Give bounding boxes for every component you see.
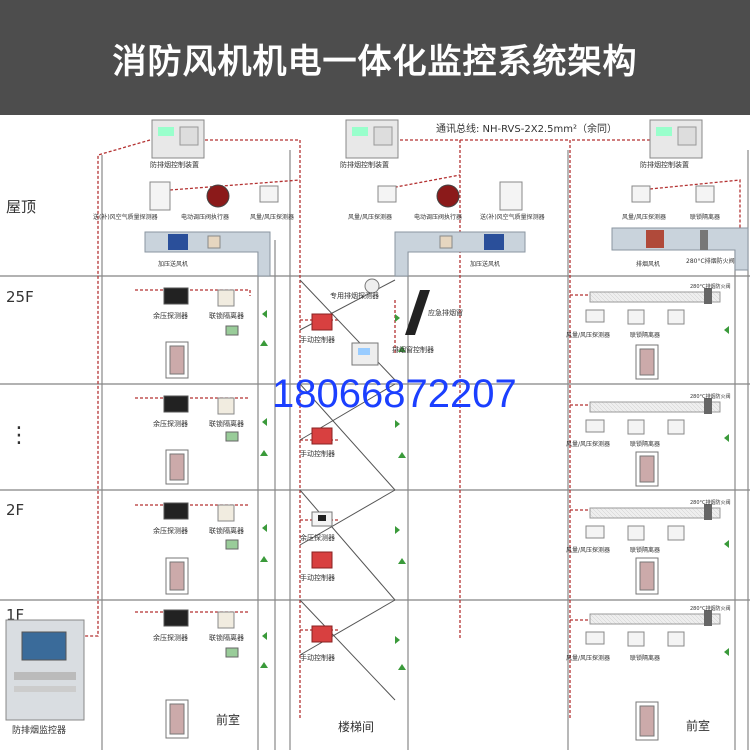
left-pressure-label-2: 余压探测器 (153, 526, 188, 535)
roof-middle-devices: 风量/风压探测器 电动调压阀执行器 送(补)风空气质量探测器 加压送风机 (348, 181, 545, 277)
floor-lines (0, 275, 750, 601)
right-isolator-label-dots: 联锁隔离器 (630, 440, 660, 448)
bus-label: 通讯总线: NH-RVS-2X2.5mm²（余同） (436, 122, 617, 135)
left-column-floor-1: 余压探测器 联锁隔离器 (153, 609, 244, 739)
roof-middle-sensor1-label: 风量/风压探测器 (348, 213, 392, 221)
right-sensor-label-2: 风量/风压探测器 (566, 546, 610, 554)
controller-right: 防排烟控制装置 (640, 119, 703, 169)
airflow-arrows (260, 310, 729, 670)
phone-number: 18066872207 (272, 372, 517, 416)
controller-left: 防排烟控制装置 (150, 119, 205, 169)
right-isolator-label-1: 联锁隔离器 (630, 654, 660, 662)
floor-label-25f: 25F (6, 288, 34, 306)
floor-label-roof: 屋顶 (6, 198, 36, 216)
roof-middle-sensor2-label: 送(补)风空气质量探测器 (480, 213, 545, 221)
left-column-floor-25: 余压探测器 联锁隔离器 (153, 287, 244, 379)
right-room-label: 前室 (686, 718, 710, 733)
left-isolator-label-dots: 联锁隔离器 (209, 419, 244, 428)
stair-manual-label-25: 手动控制器 (300, 335, 335, 344)
right-valve-label-dots: 280°C排烟防火阀 (690, 393, 731, 400)
right-sensor-label-dots: 风量/风压探测器 (566, 440, 610, 448)
controller-right-label: 防排烟控制装置 (640, 160, 689, 169)
roof-left-actuator-label: 电动调压阀执行器 (181, 213, 229, 221)
left-pressure-label-1: 余压探测器 (153, 633, 188, 642)
left-isolator-label-25: 联锁隔离器 (209, 311, 244, 320)
stair-window-label: 应急排烟窗 (428, 308, 463, 317)
controller-middle-label: 防排烟控制装置 (340, 160, 389, 169)
left-pressure-label-25: 余压探测器 (153, 311, 188, 320)
right-column-floors: 280°C排烟防火阀 风量/风压探测器 联锁隔离器 280°C排烟防火阀 风量/… (566, 283, 731, 741)
stair-manual-label-1: 手动控制器 (300, 653, 335, 662)
stair-devices: 手动控制器 手动控制器 余压探测器 手动控制器 手动控制器 专用排烟探测器 应急… (300, 278, 463, 662)
roof-left-sensor1-label: 送(补)风空气质量探测器 (93, 213, 158, 221)
stair-pressure-label: 余压探测器 (300, 533, 335, 542)
page-title: 消防风机机电一体化监控系统架构 (112, 42, 638, 82)
right-valve-label-2: 280°C排烟防火阀 (690, 499, 731, 506)
right-valve-label-25: 280°C排烟防火阀 (690, 283, 731, 290)
roof-left-sensor2-label: 风量/风压探测器 (250, 213, 294, 221)
right-valve-label-1: 280°C排烟防火阀 (690, 605, 731, 612)
left-column-floor-dots: 余压探测器 联锁隔离器 (153, 395, 244, 485)
controller-left-label: 防排烟控制装置 (150, 160, 199, 169)
roof-right-sensor2-label: 联锁隔离器 (690, 213, 720, 221)
roof-right-devices: 风量/风压探测器 联锁隔离器 排烟风机 280°C排烟防火阀 (611, 185, 749, 271)
roof-left-fan-label: 加压送风机 (158, 260, 188, 268)
stairwell (299, 279, 396, 701)
monitor-label: 防排烟监控器 (12, 724, 66, 736)
header-banner: 消防风机机电一体化监控系统架构 (0, 0, 750, 115)
roof-middle-fan-label: 加压送风机 (470, 260, 500, 268)
floor-label-2f: 2F (6, 501, 24, 519)
monitor-cabinet: 防排烟监控器 (5, 619, 85, 736)
left-isolator-label-2: 联锁隔离器 (209, 526, 244, 535)
left-column-floor-2: 余压探测器 联锁隔离器 (153, 502, 244, 595)
left-room-label: 前室 (216, 712, 240, 727)
roof-middle-actuator-label: 电动调压阀执行器 (414, 213, 462, 221)
roof-right-sensor1-label: 风量/风压探测器 (622, 213, 666, 221)
left-isolator-label-1: 联锁隔离器 (209, 633, 244, 642)
right-isolator-label-25: 联锁隔离器 (630, 331, 660, 339)
floor-label-dots: ⋮ (8, 423, 30, 448)
roof-left-devices: 送(补)风空气质量探测器 电动调压阀执行器 风量/风压探测器 加压送风机 (93, 181, 294, 277)
controller-middle: 防排烟控制装置 (340, 119, 399, 169)
roof-right-fan-label: 排烟风机 (636, 260, 660, 268)
stair-dedicated-label: 专用排烟探测器 (330, 291, 379, 300)
stair-room-label: 楼梯间 (338, 719, 374, 734)
stair-manual-label-dots: 手动控制器 (300, 449, 335, 458)
right-sensor-label-1: 风量/风压探测器 (566, 654, 610, 662)
stair-controller-label: 排烟窗控制器 (392, 345, 434, 354)
stair-manual-label-2: 手动控制器 (300, 573, 335, 582)
left-pressure-label-dots: 余压探测器 (153, 419, 188, 428)
right-isolator-label-2: 联锁隔离器 (630, 546, 660, 554)
architecture-diagram: 屋顶 25F ⋮ 2F 1F 通讯总线: NH-RVS-2X2.5mm²（余同）… (0, 119, 750, 750)
right-sensor-label-25: 风量/风压探测器 (566, 331, 610, 339)
roof-right-valve-label: 280°C排烟防火阀 (686, 257, 735, 265)
